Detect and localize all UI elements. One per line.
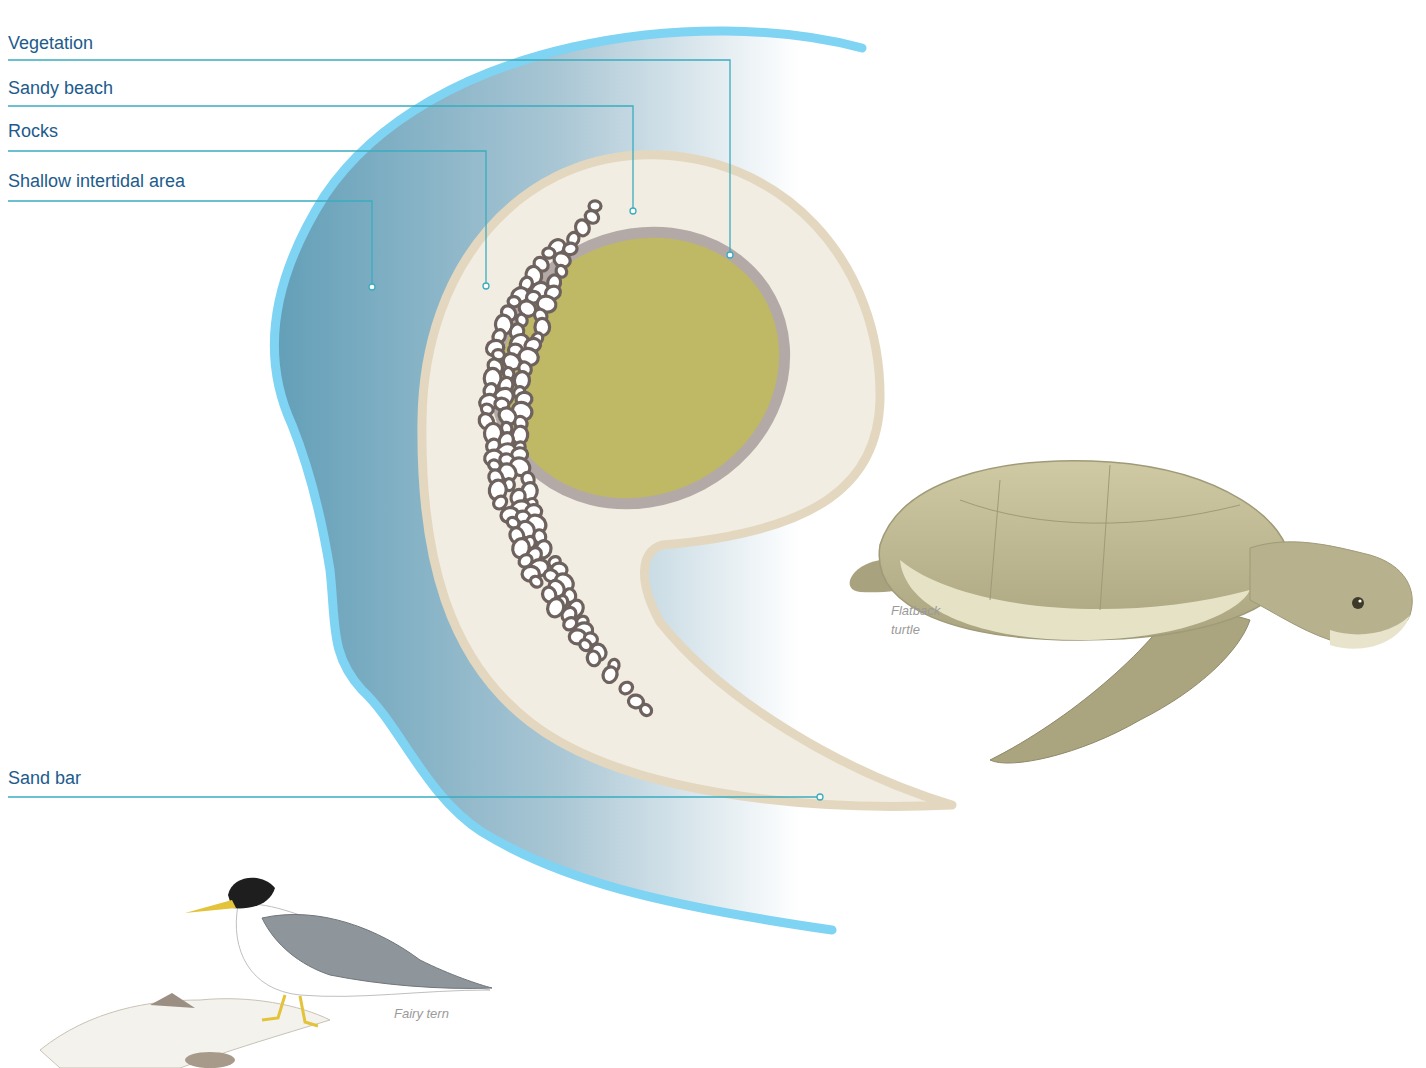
- part-label: Sand bar: [8, 767, 81, 789]
- species-caption: Flatback turtle: [891, 601, 955, 639]
- part-label: Vegetation: [8, 32, 93, 54]
- tern-illustration: [40, 878, 492, 1068]
- species-caption: Fairy tern: [394, 1004, 449, 1023]
- rocks: [476, 201, 654, 718]
- rock: [618, 680, 635, 696]
- leader-dots: [369, 208, 823, 800]
- rock: [586, 650, 602, 667]
- part-label: Rocks: [8, 120, 58, 142]
- rock: [638, 702, 654, 718]
- leader-lines: [8, 60, 817, 797]
- rock: [528, 574, 544, 589]
- rock: [601, 665, 620, 685]
- sandy-beach: [422, 155, 952, 806]
- vegetation: [447, 182, 832, 554]
- turtle-illustration: [850, 461, 1413, 763]
- part-label: Shallow intertidal area: [8, 170, 185, 192]
- part-label: Sandy beach: [8, 77, 113, 99]
